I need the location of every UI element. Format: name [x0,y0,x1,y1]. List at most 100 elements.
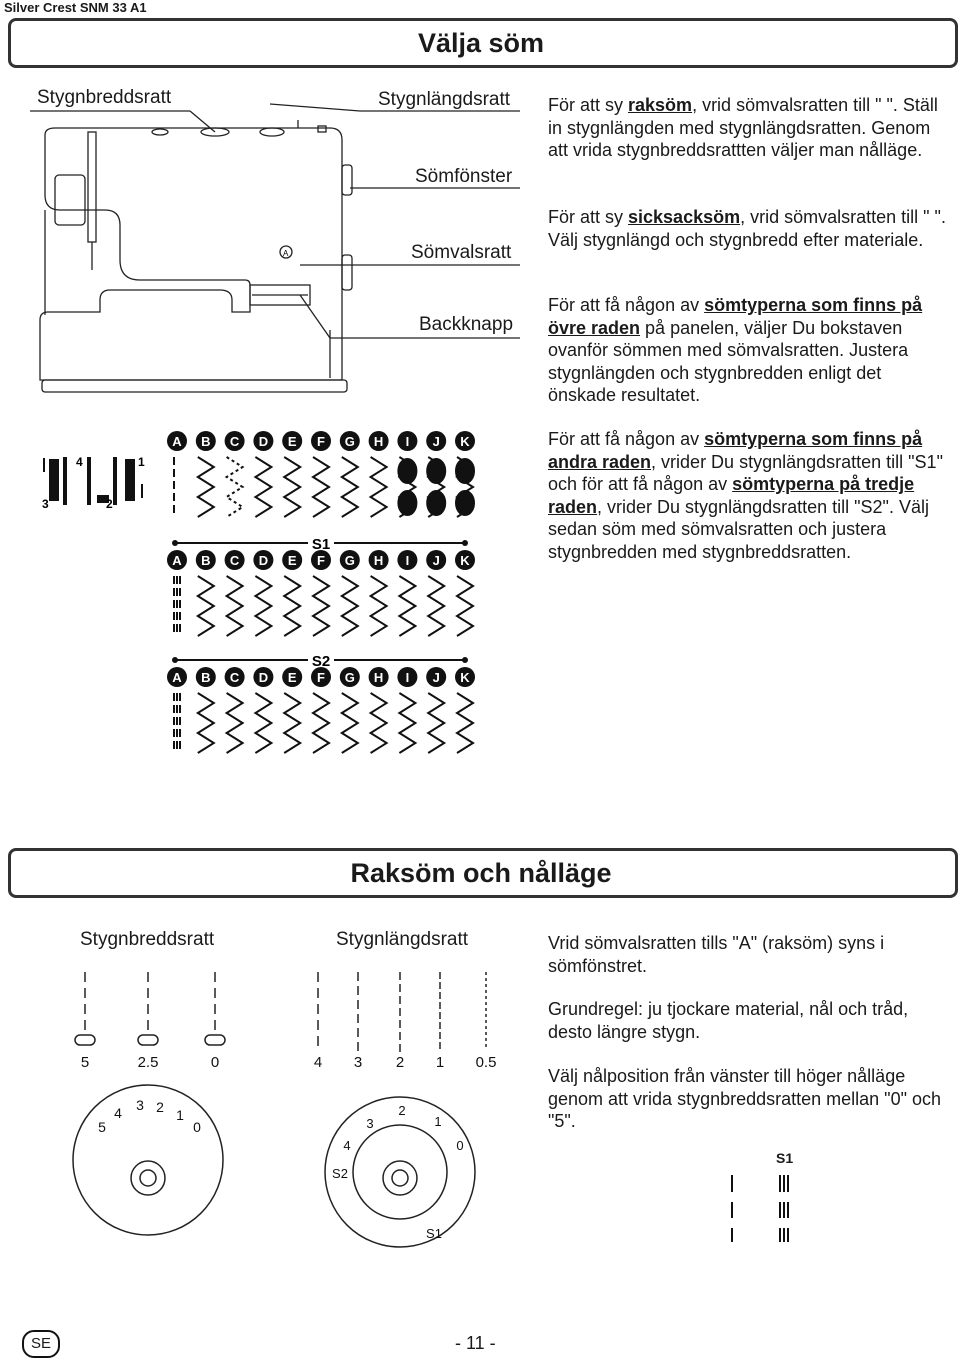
letter-badge-a-row3 [167,667,187,687]
letter-i-row1: I [406,434,410,449]
letter-badge-b-row2 [195,550,216,570]
stitch-c-row1 [224,456,245,518]
width-dial-number-3: 2 [156,1099,164,1115]
width-value-1: 2.5 [138,1054,159,1071]
letter-f-row1: F [317,434,325,449]
letter-c-row3: C [230,670,240,685]
letter-badge-k-row3 [455,667,475,687]
letter-g-row3: G [345,670,355,685]
letter-badge-e-row3 [282,667,303,687]
letter-b-row3: B [201,670,210,685]
letter-h-row3: H [374,670,383,685]
letter-a-row2: A [172,553,182,568]
needle-number-1: 1 [138,455,145,469]
stitch-k-row3 [455,692,475,754]
s1-stitch-example [731,1175,789,1242]
letter-badge-h-row3 [368,667,389,687]
row-label-s2: S2 [312,653,330,670]
letter-i-row2: I [406,553,410,568]
letter-badge-e-row2 [282,550,303,570]
paragraph-rows-2-3: För att få någon av sömtyperna som finns… [548,428,948,563]
label-stitch-width-dial: Stygnbreddsratt [37,87,172,108]
para3-post: på panelen, väljer Du bokstaven ovanför … [548,317,909,406]
letter-badge-j-row1 [426,431,447,451]
header-bar: Silver Crest SNM 33 A1 [0,0,960,16]
paragraph-zigzag: För att sy sicksacksöm, vrid sömvalsratt… [548,206,948,251]
letter-badge-j-row2 [426,550,447,570]
length-dial-number-5: 0 [456,1138,463,1153]
para4-post: , vrider Du stygnlängdsratten till "S2".… [548,496,929,562]
letter-badge-g-row2 [339,550,360,570]
letter-k-row3: K [460,670,470,685]
language-badge: SE [22,1330,60,1358]
letter-f-row2: F [317,553,325,568]
letter-f-row3: F [317,670,325,685]
section2-title: Raksöm och nålläge [350,858,612,888]
length-dial-number-3: 2 [398,1103,405,1118]
label-reverse: Backknapp [419,314,514,335]
letter-badge-b-row3 [195,667,216,687]
letter-badge-g-row1 [339,431,360,451]
letter-e-row2: E [288,553,297,568]
stitch-j-row1 [426,456,447,518]
letter-badge-i-row2 [397,550,418,570]
paragraph-straight-stitch: För att sy raksöm, vrid sömvalsratten ti… [548,94,948,162]
letter-e-row1: E [288,434,297,449]
letter-badge-g-row3 [339,667,360,687]
letter-j-row3: J [433,670,440,685]
stitch-b-row3 [195,692,216,754]
letter-badge-h-row1 [368,431,389,451]
letter-b-row2: B [201,553,210,568]
stitch-b-row1 [195,456,216,518]
section-title-box: Välja söm [8,18,958,68]
stitch-d-row2 [253,575,274,637]
letter-e-row3: E [288,670,297,685]
stitch-e-row1 [282,456,303,518]
length-value-0: 4 [314,1054,322,1071]
letter-a-row3: A [172,670,182,685]
stitch-f-row2 [311,575,331,637]
stitch-g-row3 [339,692,360,754]
letter-badge-c-row2 [224,550,245,570]
letter-g-row2: G [345,553,355,568]
stitch-c-row3 [224,692,245,754]
stitch-f-row1 [311,456,331,518]
para3-pre: För att få någon av [548,295,705,315]
letter-c-row2: C [230,553,240,568]
width-dial-number-1: 4 [114,1105,122,1121]
needle-number-4: 4 [76,455,83,469]
paragraph-rule: Grundregel: ju tjockare material, nål oc… [548,999,909,1042]
letter-i-row3: I [406,670,410,685]
stitch-a-row3 [173,693,181,749]
row-label-s1: S1 [312,536,330,553]
letter-badge-f-row3 [311,667,331,687]
letter-badge-c-row1 [224,431,245,451]
stitch-k-row1 [455,456,475,518]
stitch-g-row1 [339,456,360,518]
para4-mid: , vrider Du stygnlängdsratten till "S1" … [548,451,943,495]
letter-badge-i-row1 [397,431,418,451]
letter-g-row1: G [345,434,355,449]
letter-badge-f-row2 [311,550,331,570]
letter-badge-c-row3 [224,667,245,687]
letter-badge-e-row1 [282,431,303,451]
para4-pre: För att få någon av [548,429,705,449]
letter-h-row1: H [374,434,383,449]
label-selector: Sömvalsratt [411,242,512,263]
s1-label: S1 [776,1150,794,1166]
width-dial-number-0: 5 [98,1119,106,1135]
letter-badge-k-row1 [455,431,475,451]
length-dial-number-4: 1 [434,1114,441,1129]
label-stitch-width-dial-2: Stygnbreddsratt [80,929,215,950]
width-value-2: 0 [211,1054,219,1071]
stitch-f-row3 [311,692,331,754]
width-dial-number-2: 3 [136,1097,144,1113]
letter-badge-f-row1 [311,431,331,451]
letter-badge-a-row1 [167,431,187,451]
stitch-h-row2 [368,575,389,637]
para4-bold2: sömtyperna på tredje raden [548,474,915,517]
para2-pre: För att sy [548,207,629,227]
width-value-0: 5 [81,1054,89,1071]
letter-b-row1: B [201,434,210,449]
